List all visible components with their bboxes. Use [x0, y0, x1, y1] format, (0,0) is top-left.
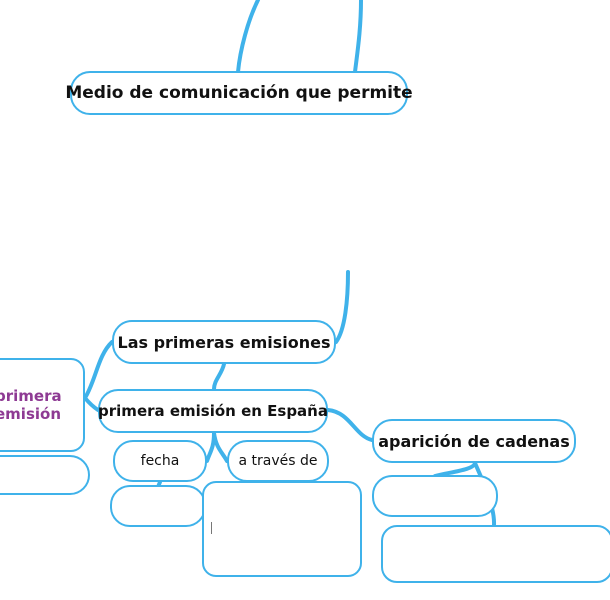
connector-top-left [236, 0, 260, 74]
node-primera-emision-partial[interactable]: primera emisión [0, 358, 85, 452]
connector-espana-traves [212, 431, 229, 463]
node-fecha[interactable]: fecha [113, 440, 207, 482]
node-primera-emision-en-espana[interactable]: primera emisión en España [98, 389, 328, 433]
text-cursor [211, 522, 212, 534]
node-label: aparición de cadenas [378, 431, 570, 451]
node-label: primera emisión en España [98, 402, 328, 420]
node-label: primera emisión [0, 387, 62, 423]
node-empty-cadenas-1[interactable] [372, 475, 498, 517]
node-las-primeras-emisiones[interactable]: Las primeras emisiones [112, 320, 336, 364]
connector-primeras-espana [212, 362, 226, 391]
node-empty-fecha[interactable] [110, 485, 206, 527]
node-left-empty[interactable] [0, 455, 90, 495]
node-aparicion-de-cadenas[interactable]: aparición de cadenas [372, 419, 576, 463]
node-label: Medio de comunicación que permite [65, 83, 413, 103]
node-label: Las primeras emisiones [117, 332, 331, 352]
node-a-traves-de[interactable]: a través de [227, 440, 329, 482]
connector-top-right [353, 0, 363, 74]
node-label: fecha [140, 453, 180, 469]
connector-left-espana [83, 396, 100, 412]
connector-primeras-left [83, 340, 114, 400]
node-empty-cadenas-2[interactable] [381, 525, 610, 583]
node-empty-a-traves-de[interactable] [202, 481, 362, 577]
node-label: a través de [238, 453, 318, 469]
connector-primeras-up [334, 270, 350, 344]
connector-espana-cadenas [326, 408, 374, 442]
node-medio-de-comunicacion[interactable]: Medio de comunicación que permite [65, 71, 413, 115]
